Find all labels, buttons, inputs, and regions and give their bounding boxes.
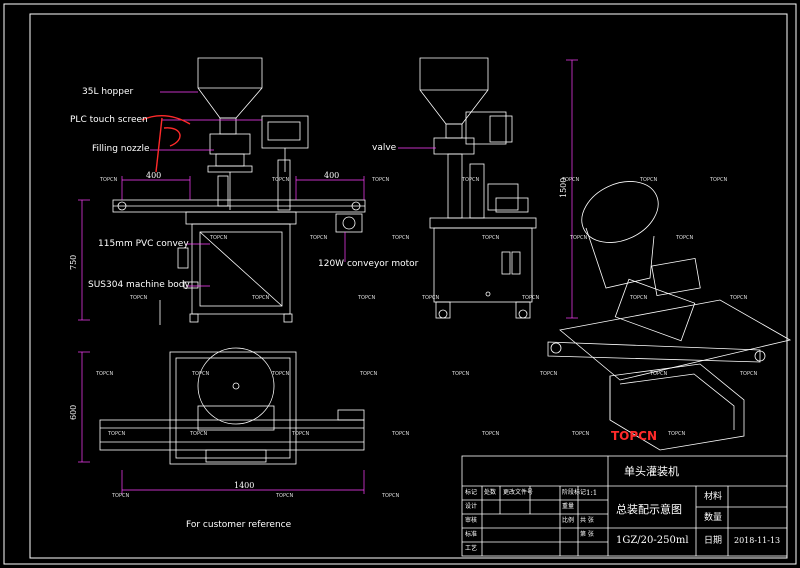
side-view [419, 57, 537, 319]
tb-quantity: 数量 [704, 513, 723, 523]
watermark-text: TOPCN [272, 177, 290, 183]
title-block [461, 455, 788, 557]
tb-drawing-name: 总装配示意图 [616, 503, 682, 516]
watermark-text: TOPCN [190, 431, 208, 437]
tb-row2: 设计 [465, 503, 478, 510]
dim-1500: 1500 [559, 177, 568, 198]
tb-product-name: 单头灌装机 [624, 465, 679, 478]
isometric-view [547, 181, 792, 451]
watermark-text: TOPCN [676, 235, 694, 241]
watermark-text: TOPCN [482, 235, 500, 241]
leader-lines [150, 91, 436, 287]
tb-weight: 重量 [562, 503, 575, 510]
watermark-text: TOPCN [292, 431, 310, 437]
tb-stage: 阶段标记 [562, 489, 587, 496]
label-reference: For customer reference [186, 520, 292, 530]
watermark-text: TOPCN [640, 177, 658, 183]
watermark-text: TOPCN [462, 177, 480, 183]
tb-row5: 工艺 [465, 545, 478, 552]
watermark-text: TOPCN [310, 235, 328, 241]
dim-750: 750 [69, 254, 78, 270]
top-view [99, 347, 365, 465]
tb-date-value: 2018-11-13 [734, 536, 781, 545]
tb-sheet: 第 张 [580, 531, 594, 538]
watermark-text: TOPCN [382, 493, 400, 499]
watermark-text: TOPCN [572, 431, 590, 437]
tb-date-label: 日期 [704, 536, 723, 546]
watermark-text: TOPCN [452, 371, 470, 377]
brand-logo-text: TOPCN [611, 429, 658, 443]
watermark-text: TOPCN [96, 371, 114, 377]
watermark-text: TOPCN [192, 371, 210, 377]
watermark-text: TOPCN [522, 295, 540, 301]
tb-col3: 更改文件号 [503, 489, 534, 496]
watermark-text: TOPCN [540, 371, 558, 377]
watermark-text: TOPCN [360, 371, 378, 377]
watermark-text: TOPCN [630, 295, 648, 301]
label-body: SUS304 machine body [88, 280, 190, 290]
watermark-text: TOPCN [710, 177, 728, 183]
label-hopper: 35L hopper [82, 87, 134, 97]
tb-scale-value: 1:1 [586, 489, 598, 497]
tb-model: 1GZ/20-250ml [616, 535, 689, 546]
watermark-text: TOPCN [392, 235, 410, 241]
label-nozzle: Filling nozzle [92, 144, 150, 154]
label-motor: 120W conveyor motor [318, 259, 419, 269]
watermark-text: TOPCN [570, 235, 588, 241]
watermark-text: TOPCN [272, 371, 290, 377]
dim-1400: 1400 [234, 481, 255, 490]
label-plc: PLC touch screen [70, 115, 148, 125]
watermark-text: TOPCN [130, 295, 148, 301]
watermark-text: TOPCN [358, 295, 376, 301]
dimension-lines [78, 59, 578, 494]
label-pvc: 115mm PVC convey [98, 239, 189, 249]
watermark-text: TOPCN [730, 295, 748, 301]
watermark-text: TOPCN [108, 431, 126, 437]
watermark-text: TOPCN [100, 177, 118, 183]
watermark-text: TOPCN [650, 371, 668, 377]
watermark-text: TOPCN [112, 493, 130, 499]
dim-400-right: 400 [324, 171, 340, 180]
dim-400-left: 400 [146, 171, 162, 180]
tp-logo [141, 114, 191, 173]
watermark-text: TOPCN [422, 295, 440, 301]
label-valve: valve [372, 143, 397, 153]
watermark-text: TOPCN [276, 493, 294, 499]
watermark-text: TOPCN [482, 431, 500, 437]
tb-scale: 比例 [562, 517, 575, 524]
watermark-text: TOPCN [740, 371, 758, 377]
tb-material: 材料 [704, 492, 723, 502]
front-view [112, 57, 366, 325]
watermark-text: TOPCN [372, 177, 390, 183]
tb-row4: 标准 [465, 531, 478, 538]
watermark-text: TOPCN [562, 177, 580, 183]
outer-frame [3, 3, 797, 565]
dim-600: 600 [69, 404, 78, 420]
inner-frame [29, 13, 788, 559]
tb-total: 共 张 [580, 517, 594, 524]
watermark-text: TOPCN [210, 235, 228, 241]
watermark-text: TOPCN [392, 431, 410, 437]
tb-row3: 审核 [465, 517, 478, 524]
watermark-text: TOPCN [668, 431, 686, 437]
tb-col1: 标记 [465, 489, 478, 496]
tb-col2: 处数 [484, 489, 497, 496]
watermark-text: TOPCN [252, 295, 270, 301]
